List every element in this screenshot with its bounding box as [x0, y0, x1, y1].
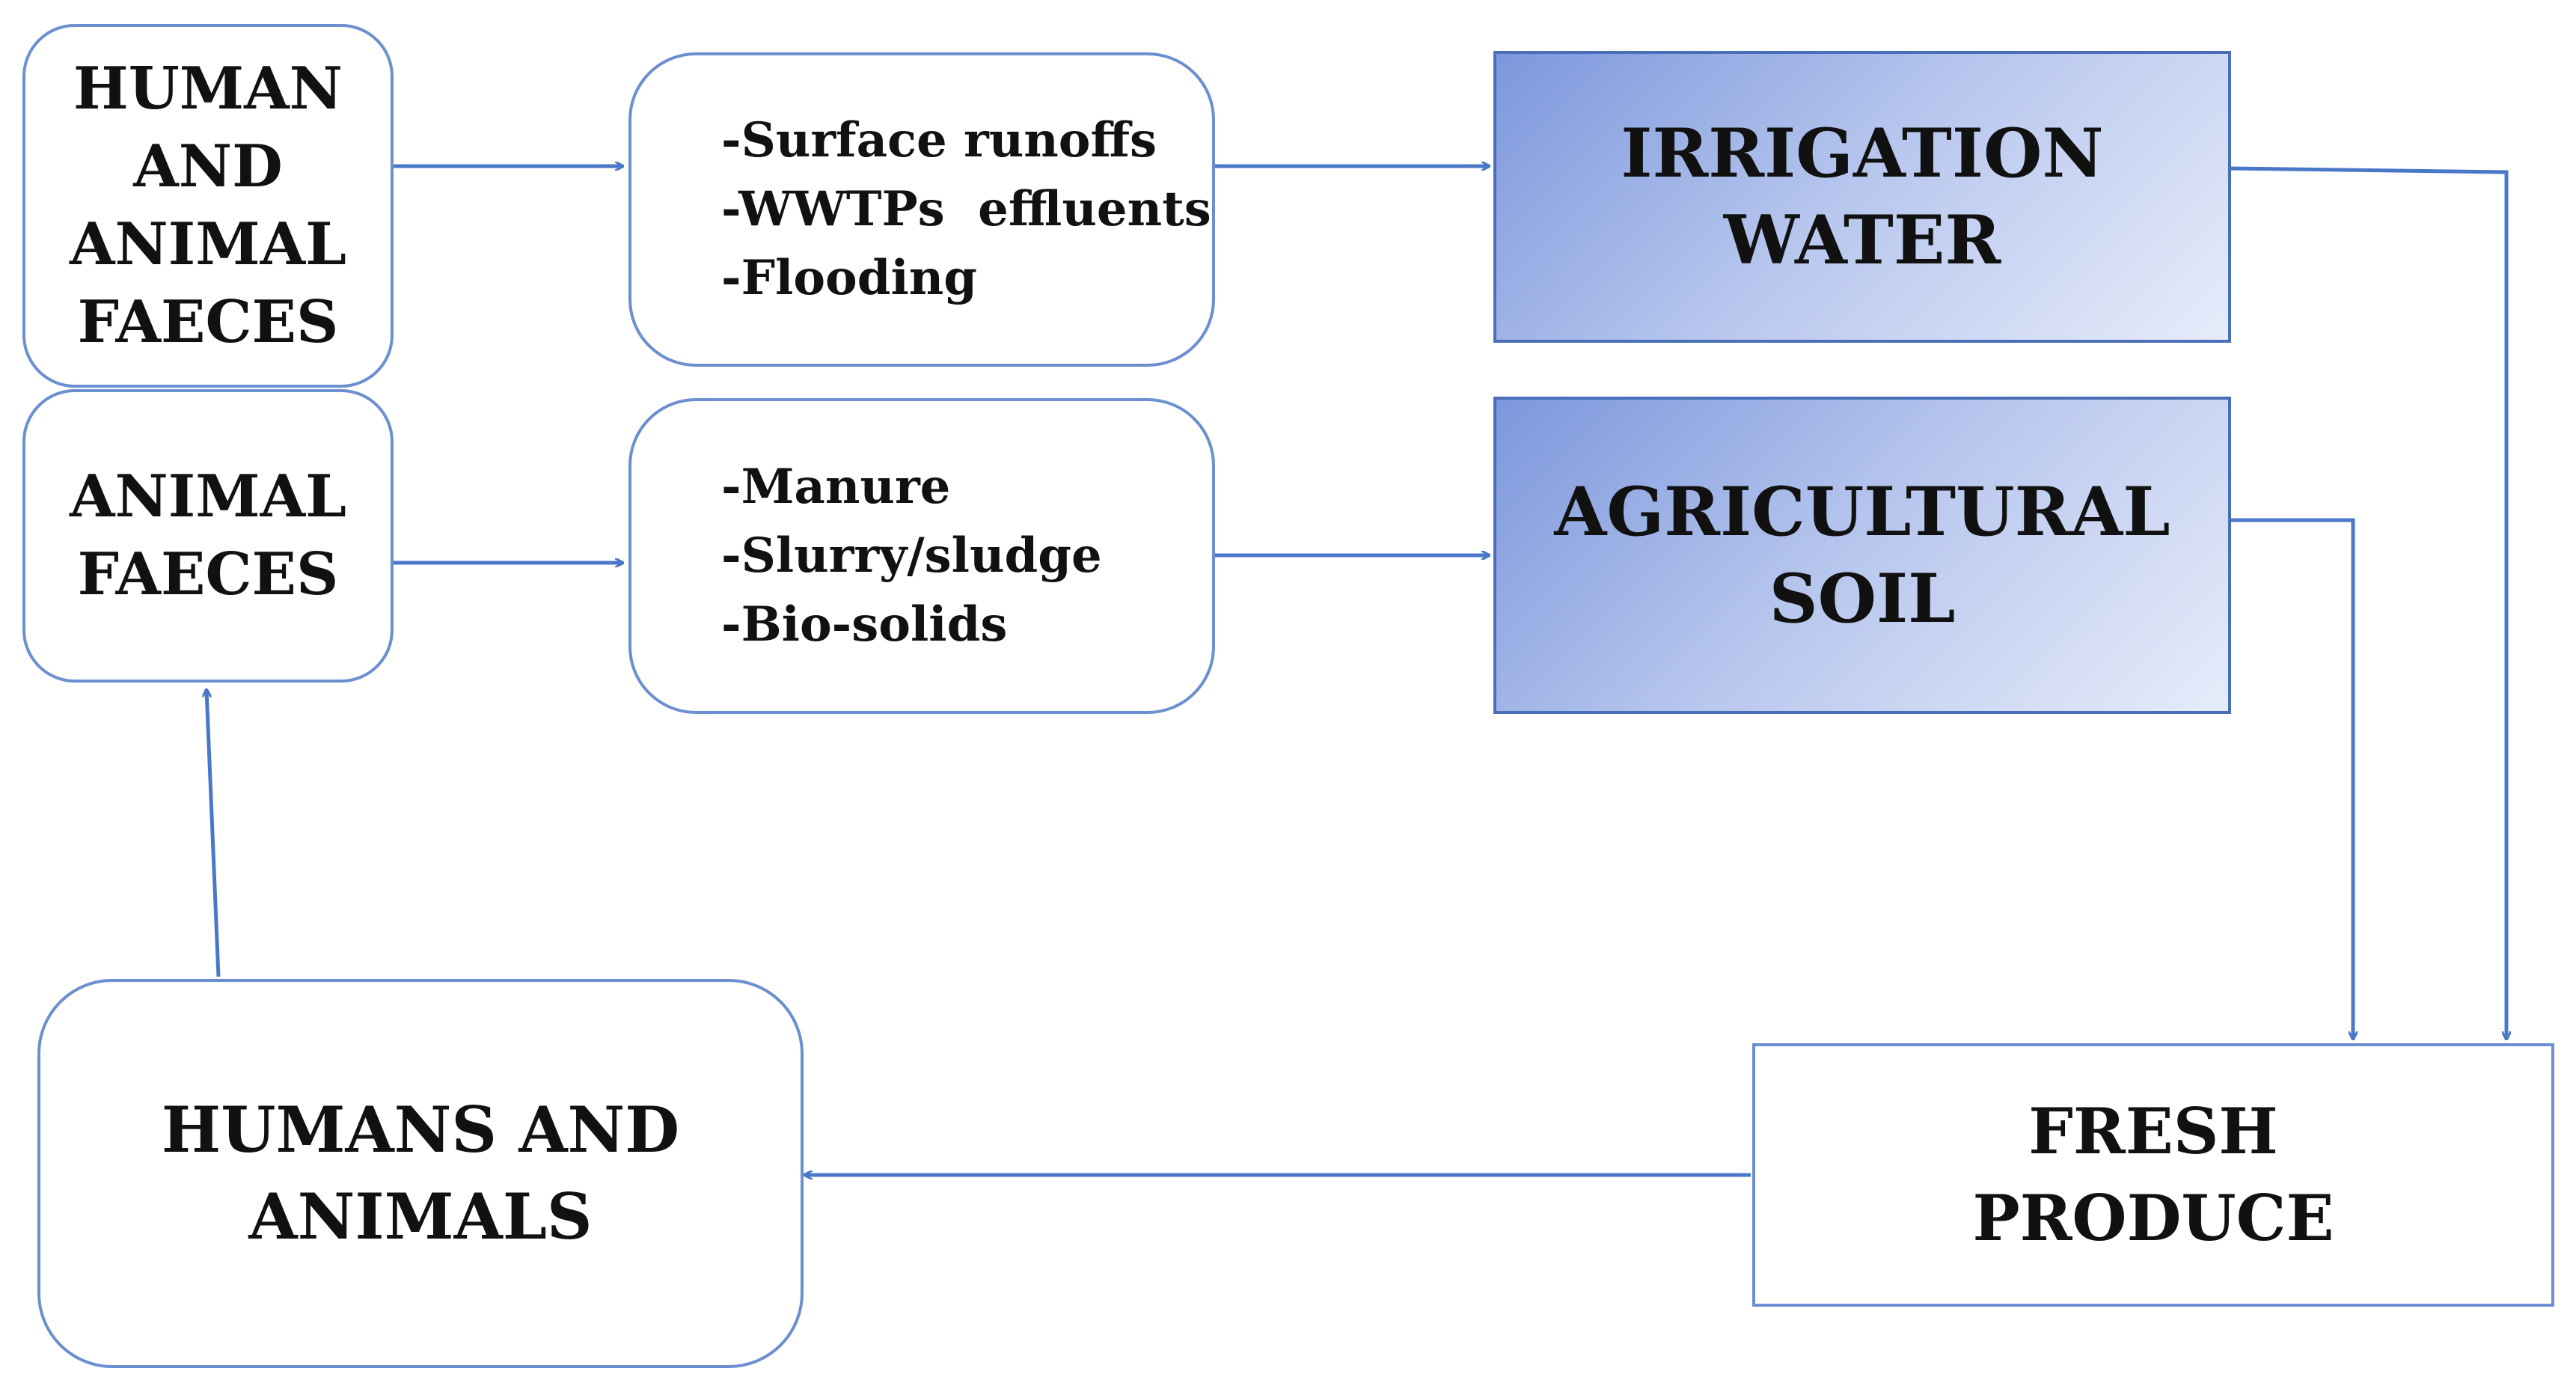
agricultural-soil-line-1: AGRICULTURAL: [1554, 472, 2170, 552]
water-routes-box: -Surface runoffs -WWTPs effluents -Flood…: [628, 52, 1215, 367]
soil-route-1: -Manure: [721, 459, 951, 515]
soil-routes-box: -Manure -Slurry/sludge -Bio-solids: [628, 398, 1215, 714]
animal-faeces-line-1: ANIMAL: [69, 463, 346, 531]
human-animal-faeces-box: HUMAN AND ANIMAL FAECES: [22, 24, 394, 388]
animal-faeces-box: ANIMAL FAECES: [22, 389, 394, 683]
water-route-1: -Surface runoffs: [721, 112, 1157, 168]
irrigation-water-line-2: WATER: [1723, 201, 2001, 280]
soil-route-3: -Bio-solids: [721, 596, 1008, 653]
irrigation-water-line-1: IRRIGATION: [1621, 114, 2104, 193]
fresh-produce-line-1: FRESH: [2028, 1094, 2278, 1168]
human-animal-faeces-line-1: HUMAN: [73, 55, 343, 123]
soil-route-2: -Slurry/sludge: [721, 528, 1102, 584]
human-animal-faeces-line-3: ANIMAL: [69, 210, 346, 278]
humans-animals-line-1: HUMANS AND: [161, 1093, 680, 1167]
agricultural-soil-box: AGRICULTURAL SOIL: [1493, 397, 2231, 714]
humans-animals-box: HUMANS AND ANIMALS: [37, 979, 804, 1368]
human-animal-faeces-line-2: AND: [133, 132, 283, 201]
agricultural-soil-line-2: SOIL: [1769, 559, 1956, 638]
humans-animals-line-2: ANIMALS: [248, 1179, 593, 1254]
irrigation-water-box: IRRIGATION WATER: [1493, 51, 2231, 343]
human-animal-faeces-line-4: FAECES: [77, 288, 339, 356]
fresh-produce-box: FRESH PRODUCE: [1752, 1043, 2554, 1307]
animal-faeces-line-2: FAECES: [77, 540, 339, 608]
fresh-produce-line-2: PRODUCE: [1972, 1181, 2334, 1255]
water-route-3: -Flooding: [721, 250, 978, 306]
water-route-2: -WWTPs effluents: [721, 181, 1211, 237]
arrow-irrigation-to-produce: [2229, 166, 2506, 1039]
arrow-soil-to-produce: [2230, 518, 2353, 1039]
arrow-humans-to-animal-faeces: [206, 690, 221, 977]
